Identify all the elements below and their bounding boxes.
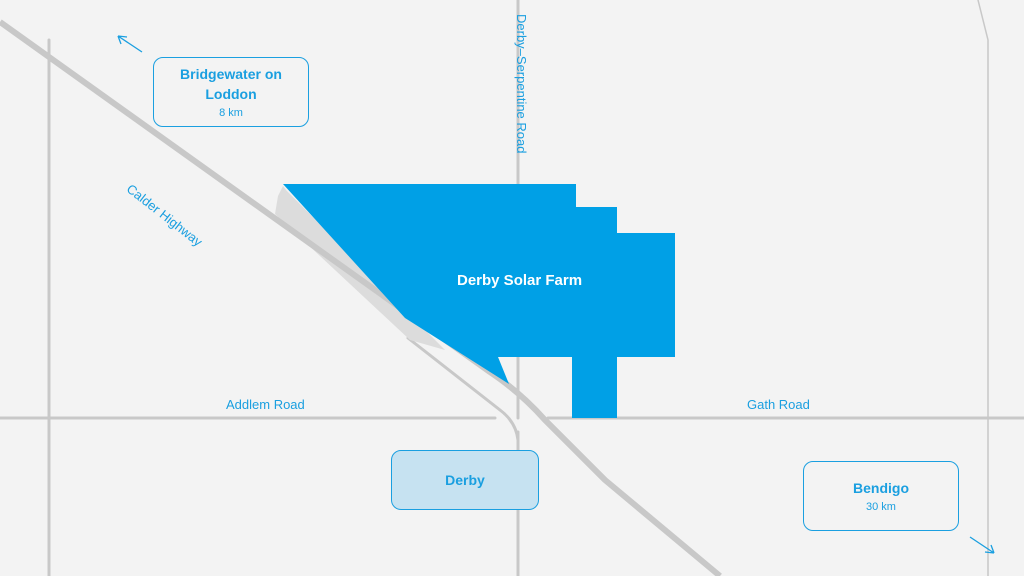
town-derby: Derby	[391, 450, 539, 510]
town-name: Derby	[445, 472, 485, 488]
destination-bendigo: Bendigo 30 km	[803, 461, 959, 531]
serpentine-road-label: Derby–Serpentine Road	[514, 14, 529, 154]
destination-distance: 30 km	[866, 501, 896, 513]
destination-distance: 8 km	[219, 107, 243, 119]
road-calder-highway	[0, 19, 722, 576]
addlem-road-label: Addlem Road	[226, 397, 305, 412]
gath-road-label: Gath Road	[747, 397, 810, 412]
road-east-vertical	[977, 0, 989, 576]
solar-farm-label: Derby Solar Farm	[457, 272, 583, 289]
solar-farm-area	[283, 184, 675, 418]
destination-name: Bridgewater on Loddon	[180, 66, 282, 102]
arrow-down-right-icon	[969, 536, 995, 554]
arrow-up-left-icon	[117, 35, 143, 53]
destination-bridgewater: Bridgewater on Loddon 8 km	[153, 57, 309, 127]
road-derby-link	[406, 336, 520, 442]
destination-name: Bendigo	[853, 480, 909, 496]
